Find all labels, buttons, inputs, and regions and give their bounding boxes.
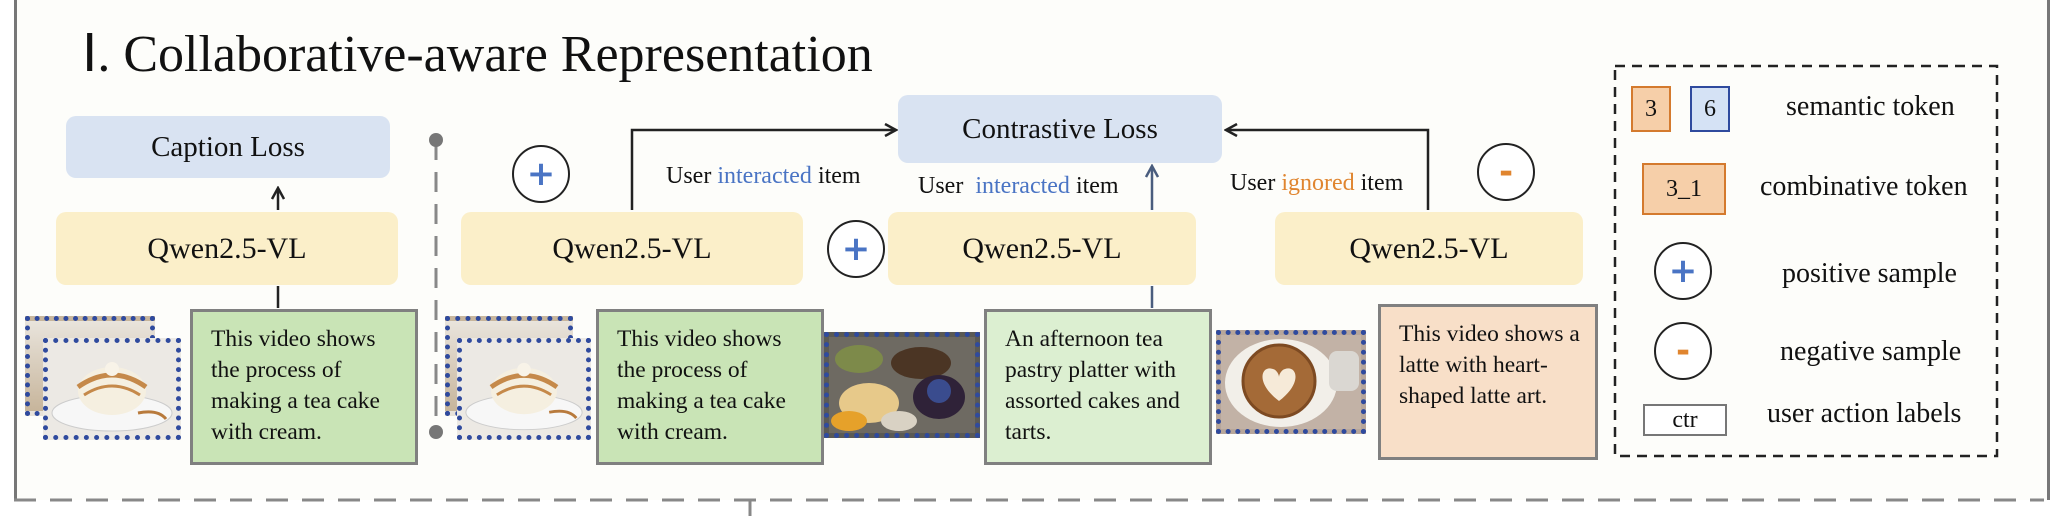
arrow-ignored-to-contrastive xyxy=(1226,130,1430,210)
qwen-label: Qwen2.5-VL xyxy=(1349,231,1509,265)
plus-icon: + xyxy=(512,145,570,203)
arrow-interacted-left-to-contrastive xyxy=(630,130,896,210)
text-latte: This video shows a latte with heart-shap… xyxy=(1378,304,1598,460)
qwen-box-anchor: Qwen2.5-VL xyxy=(461,212,803,285)
legend-combinative-token: 3_1 xyxy=(1642,163,1726,215)
minus-icon: - xyxy=(1654,322,1712,380)
qwen-label: Qwen2.5-VL xyxy=(552,231,712,265)
tea-cake-image-stack xyxy=(25,316,181,440)
tea-cake-image xyxy=(457,338,591,440)
minus-icon: - xyxy=(1477,143,1535,201)
caption-loss-label: Caption Loss xyxy=(151,130,305,163)
legend-semantic-token-orange: 3 xyxy=(1631,86,1671,132)
legend-user-action-label: user action labels xyxy=(1767,398,1962,429)
caption-loss-box: Caption Loss xyxy=(66,116,390,178)
legend-positive-sample-label: positive sample xyxy=(1782,258,1957,289)
section-title: Ⅰ. Collaborative-aware Representation xyxy=(82,26,873,83)
label-user-ignored: User ignored item xyxy=(1230,170,1404,196)
legend-combinative-token-label: combinative token xyxy=(1760,171,1968,202)
legend-negative-sample-label: negative sample xyxy=(1780,336,1962,367)
legend-user-action-token: ctr xyxy=(1643,404,1727,436)
text-afternoon-tea: An afternoon tea pastry platter with ass… xyxy=(984,309,1212,465)
qwen-label: Qwen2.5-VL xyxy=(962,231,1122,265)
contrastive-loss-box: Contrastive Loss xyxy=(898,95,1222,163)
divider-end-bottom xyxy=(429,425,443,439)
plus-icon: + xyxy=(1654,242,1712,300)
tea-cake-image-stack xyxy=(445,316,591,440)
legend-semantic-token-blue: 6 xyxy=(1690,86,1730,132)
plus-icon: + xyxy=(827,220,885,278)
legend-semantic-token-label: semantic token xyxy=(1786,91,1955,122)
qwen-box-positive: Qwen2.5-VL xyxy=(888,212,1196,285)
contrastive-loss-label: Contrastive Loss xyxy=(962,112,1158,145)
text-tea-cake-anchor: This video shows the process of making a… xyxy=(596,309,824,465)
latte-image xyxy=(1216,330,1366,434)
label-user-interacted-center: User interacted item xyxy=(918,173,1119,199)
text-tea-cake-caption: This video shows the process of making a… xyxy=(190,309,418,465)
label-user-interacted-left: User interacted item xyxy=(666,163,861,189)
legend-box xyxy=(1613,64,1999,458)
qwen-box-negative: Qwen2.5-VL xyxy=(1275,212,1583,285)
afternoon-tea-image xyxy=(824,332,980,438)
divider-end-top xyxy=(429,133,443,147)
qwen-label: Qwen2.5-VL xyxy=(147,231,307,265)
qwen-box-caption: Qwen2.5-VL xyxy=(56,212,398,285)
tea-cake-image xyxy=(43,338,181,440)
